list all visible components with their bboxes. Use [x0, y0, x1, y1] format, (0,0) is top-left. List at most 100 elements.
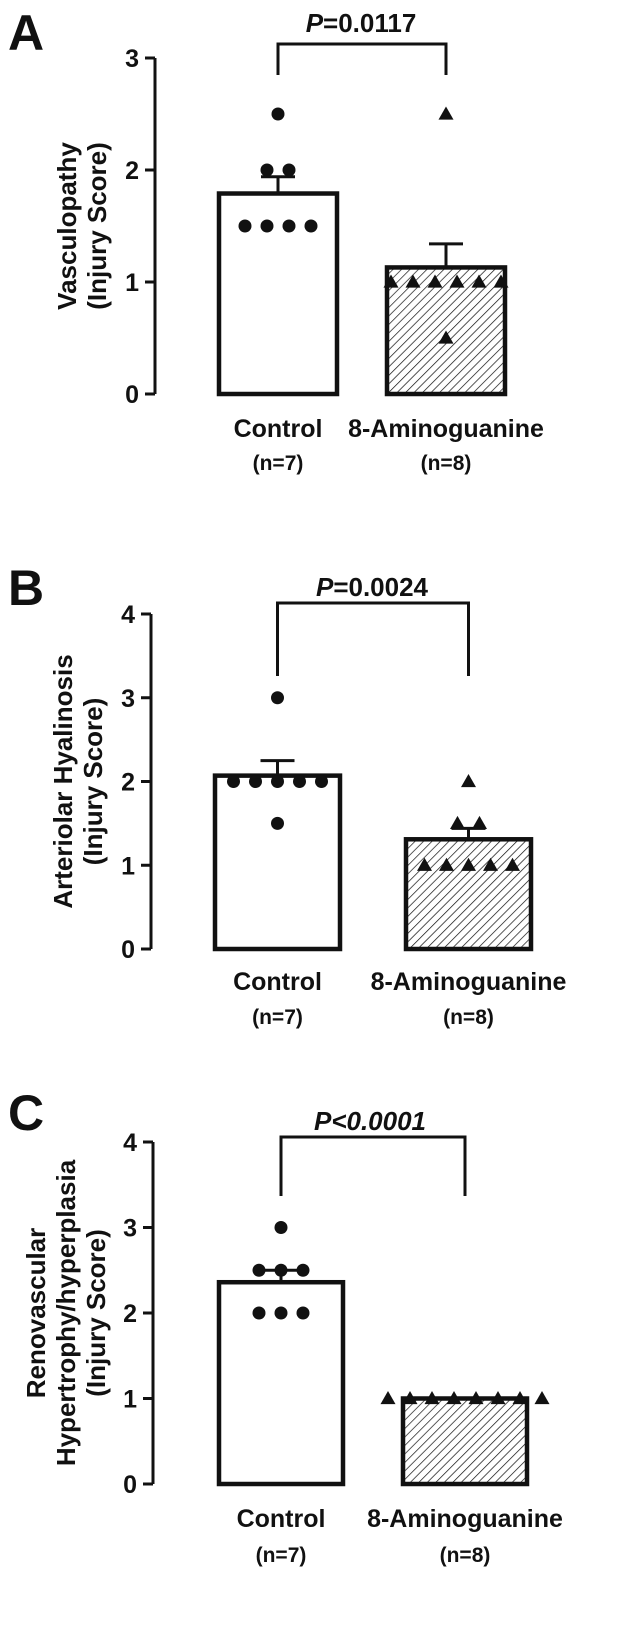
data-point-circle — [260, 219, 274, 233]
y-tick-label: 3 — [121, 685, 135, 713]
y-axis-label-line: Renovascular — [21, 1228, 51, 1399]
data-point-triangle — [512, 1391, 528, 1405]
data-point-circle — [274, 1263, 288, 1277]
significance-bracket — [279, 1135, 467, 1196]
y-axis-label: Arteriolar Hyalinosis(Injury Score) — [48, 654, 108, 908]
data-point-triangle — [449, 274, 465, 288]
p-value-prefix: P — [316, 572, 334, 602]
x-category-label: Control — [237, 1505, 326, 1533]
x-category-label: 8-Aminoguanine — [371, 968, 567, 996]
p-value-rest: <0.0001 — [331, 1106, 426, 1136]
x-category-sublabel: (n=7) — [253, 452, 304, 475]
data-point-circle — [296, 1306, 310, 1320]
data-point-circle — [238, 219, 252, 233]
y-tick-label: 1 — [121, 852, 135, 880]
data-point-triangle — [438, 106, 454, 120]
data-point-circle — [271, 107, 285, 121]
y-tick-label: 3 — [125, 45, 139, 73]
data-point-triangle — [534, 1391, 550, 1405]
data-point-circle — [304, 219, 318, 233]
panel-letter: A — [8, 5, 44, 61]
data-point-circle — [252, 1263, 266, 1277]
bar-8-aminoguanine — [403, 837, 534, 952]
data-point-triangle — [417, 857, 432, 871]
panel-letter: B — [8, 560, 44, 616]
data-point-circle — [271, 816, 284, 830]
data-point-circle — [227, 775, 240, 788]
data-point-triangle — [450, 815, 465, 829]
y-tick-label: 2 — [121, 769, 135, 797]
data-point-circle — [274, 1306, 288, 1320]
p-value-label: P<0.0001 — [314, 1106, 426, 1136]
x-category-sublabel: (n=8) — [440, 1544, 491, 1567]
data-point-triangle — [427, 274, 443, 288]
y-axis-label-line: (Injury Score) — [78, 698, 108, 866]
p-value-prefix: P — [306, 8, 324, 38]
bar-control — [216, 191, 340, 397]
y-axis-label-line: (Injury Score) — [82, 142, 112, 310]
data-point-triangle — [461, 774, 476, 788]
significance-bracket — [276, 42, 448, 75]
data-point-triangle — [493, 274, 509, 288]
data-point-circle — [271, 691, 284, 705]
data-point-circle — [274, 1221, 288, 1234]
data-point-triangle — [383, 274, 399, 288]
data-point-circle — [260, 163, 274, 177]
y-axis-label: RenovascularHypertrophy/hyperplasia(Inju… — [21, 1159, 111, 1466]
data-point-circle — [315, 775, 328, 788]
y-tick-label: 3 — [123, 1215, 137, 1243]
significance-bracket — [276, 601, 470, 676]
y-axis-label: Vasculopathy(Injury Score) — [52, 142, 112, 310]
p-value-label: P=0.0117 — [306, 8, 417, 38]
x-category-sublabel: (n=7) — [256, 1544, 307, 1567]
data-point-triangle — [505, 857, 520, 871]
data-point-triangle — [424, 1391, 440, 1405]
x-category-label: 8-Aminoguanine — [367, 1505, 563, 1533]
p-value-label: P=0.0024 — [316, 572, 429, 602]
data-point-circle — [296, 1263, 310, 1277]
data-point-triangle — [468, 1391, 484, 1405]
y-tick-label: 2 — [123, 1300, 137, 1328]
data-point-triangle — [471, 274, 487, 288]
y-tick-label: 0 — [123, 1471, 137, 1499]
y-tick-label: 1 — [123, 1386, 137, 1414]
p-value-rest: =0.0024 — [333, 572, 428, 602]
data-point-triangle — [490, 1391, 506, 1405]
p-value-rest: =0.0117 — [323, 8, 416, 38]
data-point-circle — [282, 163, 296, 177]
x-category-sublabel: (n=7) — [252, 1006, 303, 1029]
data-point-circle — [293, 775, 306, 788]
x-category-label: 8-Aminoguanine — [348, 415, 544, 443]
data-point-triangle — [483, 857, 498, 871]
x-category-label: Control — [234, 415, 323, 443]
bar-control — [212, 773, 343, 952]
y-axis-label-line: (Injury Score) — [81, 1229, 111, 1397]
y-tick-label: 4 — [123, 1129, 137, 1157]
x-category-sublabel: (n=8) — [443, 1006, 494, 1029]
bar-8-aminoguanine — [400, 1396, 530, 1487]
x-category-sublabel: (n=8) — [421, 452, 472, 475]
data-point-circle — [282, 219, 296, 233]
y-axis-label-line: Hypertrophy/hyperplasia — [51, 1159, 81, 1466]
data-point-triangle — [446, 1391, 462, 1405]
panel-letter: C — [8, 1085, 44, 1141]
y-tick-label: 0 — [125, 381, 139, 409]
data-point-triangle — [472, 815, 487, 829]
data-point-triangle — [439, 857, 454, 871]
panel-c: C 0 1 2 3 4RenovascularHypertrophy/hyperplasi… — [8, 1085, 563, 1567]
x-category-label: Control — [233, 968, 322, 996]
y-tick-label: 0 — [121, 936, 135, 964]
data-point-circle — [249, 775, 262, 788]
data-point-triangle — [380, 1391, 396, 1405]
data-point-triangle — [438, 330, 454, 344]
data-point-triangle — [461, 857, 476, 871]
data-point-circle — [252, 1306, 266, 1320]
data-point-circle — [271, 775, 284, 788]
y-tick-label: 1 — [125, 269, 139, 297]
y-axis-label-line: Vasculopathy — [52, 142, 82, 310]
data-point-triangle — [405, 274, 421, 288]
y-axis-label-line: Arteriolar Hyalinosis — [48, 654, 78, 908]
